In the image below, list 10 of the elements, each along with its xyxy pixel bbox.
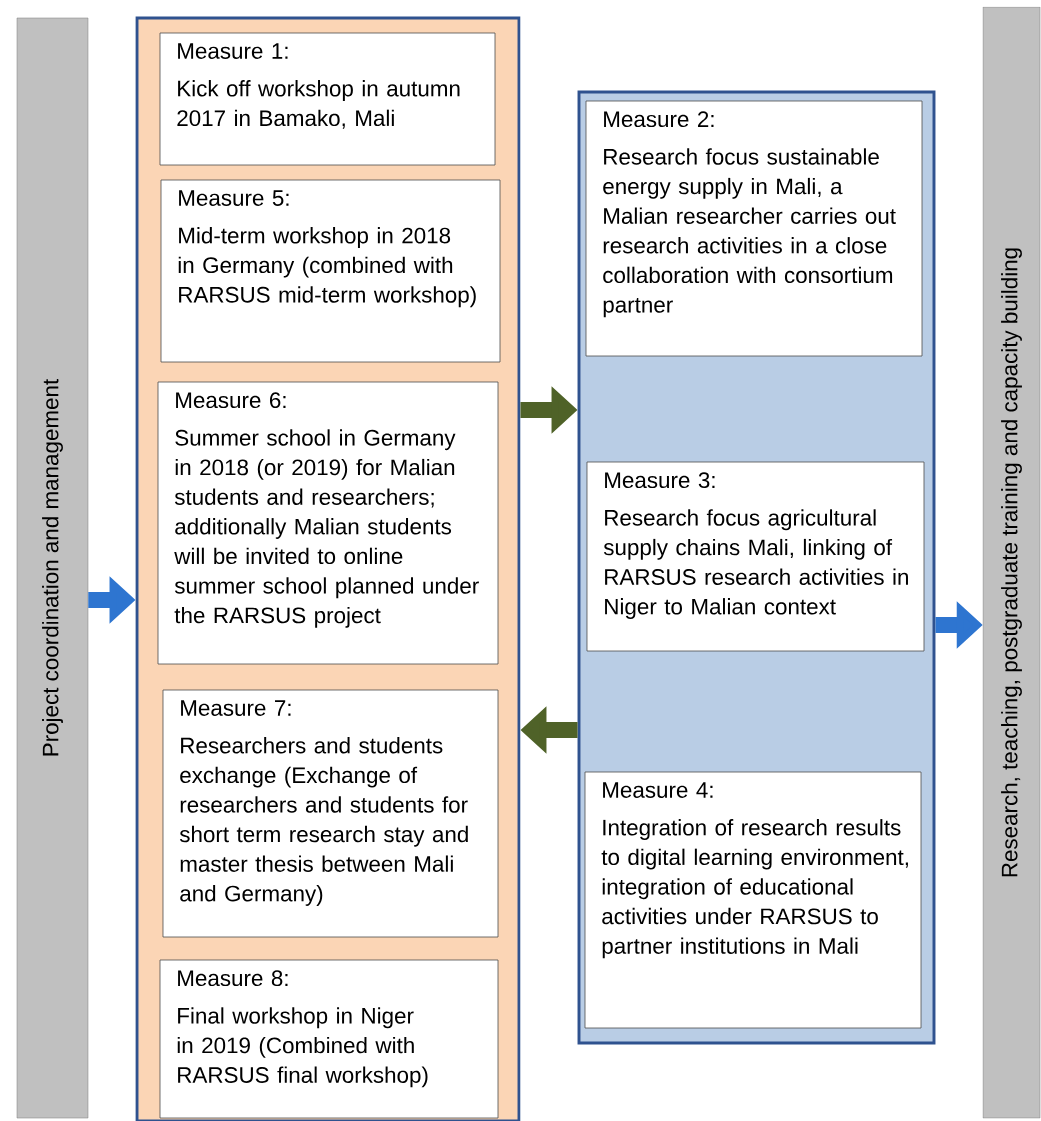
measure-box: Measure 1: Kick off workshop in autumn 2017 in Bamako, Mali: [159, 32, 496, 166]
measure-box: Measure 5: Mid-term workshop in 2018 in Germany (combined with RARSUS mid-term workshop): [160, 179, 501, 363]
measure-box: Measure 4: Integration of research results to digital learning environment, integration of educational activities under RARSUS to partner institutions in Mali: [584, 771, 922, 1029]
measure-box: Measure 7: Researchers and students exchange (Exchange of researchers and students for short term research stay and master thesis between Mali and Germany): [162, 689, 499, 938]
measure-box: Measure 8: Final workshop in Niger in 2019 (Combined with RARSUS final workshop): [159, 959, 499, 1119]
measure-box: Measure 3: Research focus agricultural supply chains Mali, linking of RARSUS research activities in Niger to Malian context: [586, 461, 925, 652]
side-bar: Project coordination and management: [16, 17, 89, 1119]
side-bar: Research, teaching, postgraduate training and capacity building: [982, 6, 1041, 1119]
measure-box: Measure 6: Summer school in Germany in 2018 (or 2019) for Malian students and researchers; additionally Malian students will be invited to online summer school planned under the RARSUS project: [157, 381, 499, 665]
measure-box: Measure 2: Research focus sustainable energy supply in Mali, a Malian researcher carries out research activities in a close collaboration with consortium partner: [585, 100, 923, 357]
